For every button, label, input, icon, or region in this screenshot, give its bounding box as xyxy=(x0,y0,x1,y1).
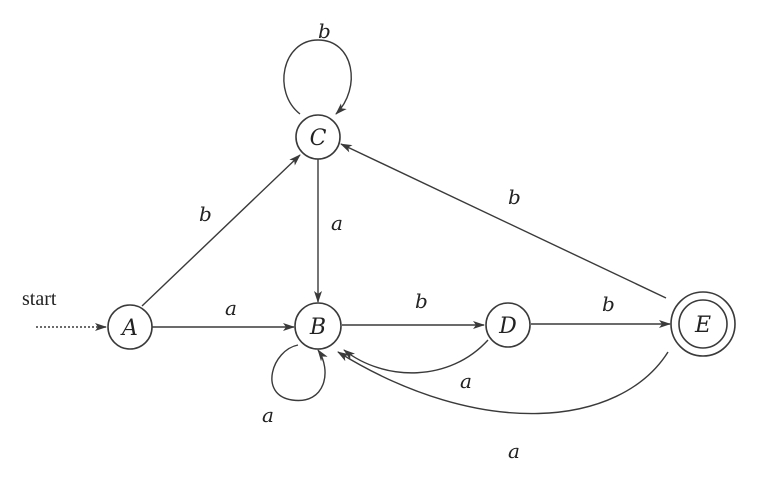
state-a: A xyxy=(107,304,153,350)
state-c: C xyxy=(295,114,341,160)
state-e-inner-circle xyxy=(678,299,728,349)
edge-label-e-to-c: b xyxy=(508,185,521,209)
edge-label-d-to-b: a xyxy=(460,369,472,393)
edge-label-e-to-b: a xyxy=(508,439,520,463)
state-c-circle xyxy=(295,114,341,160)
state-a-circle xyxy=(107,304,153,350)
state-b-label: B xyxy=(309,315,326,340)
state-c-label: C xyxy=(310,126,327,151)
state-d: D xyxy=(485,302,531,348)
edge-a-to-c xyxy=(141,154,301,307)
state-d-circle xyxy=(485,302,531,348)
edge-c-self-loop xyxy=(283,39,352,115)
edge-b-self-loop xyxy=(271,344,328,402)
edge-e-to-b xyxy=(337,351,669,415)
edge-label-a-to-c: b xyxy=(199,202,212,226)
start-label: start xyxy=(22,288,57,310)
state-b-circle xyxy=(294,302,342,350)
state-e: E xyxy=(670,291,736,357)
edge-label-b-self-loop: a xyxy=(262,403,274,427)
state-d-label: D xyxy=(498,314,517,339)
state-e-label: E xyxy=(694,313,711,338)
state-a-label: A xyxy=(120,316,138,341)
edge-label-b-to-d: b xyxy=(415,289,428,313)
edge-d-to-b xyxy=(343,339,489,374)
edge-label-a-to-b: a xyxy=(225,296,237,320)
edge-e-to-c xyxy=(340,143,667,299)
edge-label-d-to-e: b xyxy=(602,292,615,316)
edge-label-c-self-loop: b xyxy=(318,19,331,43)
edge-label-c-to-b: a xyxy=(331,211,343,235)
state-b: B xyxy=(294,302,342,350)
